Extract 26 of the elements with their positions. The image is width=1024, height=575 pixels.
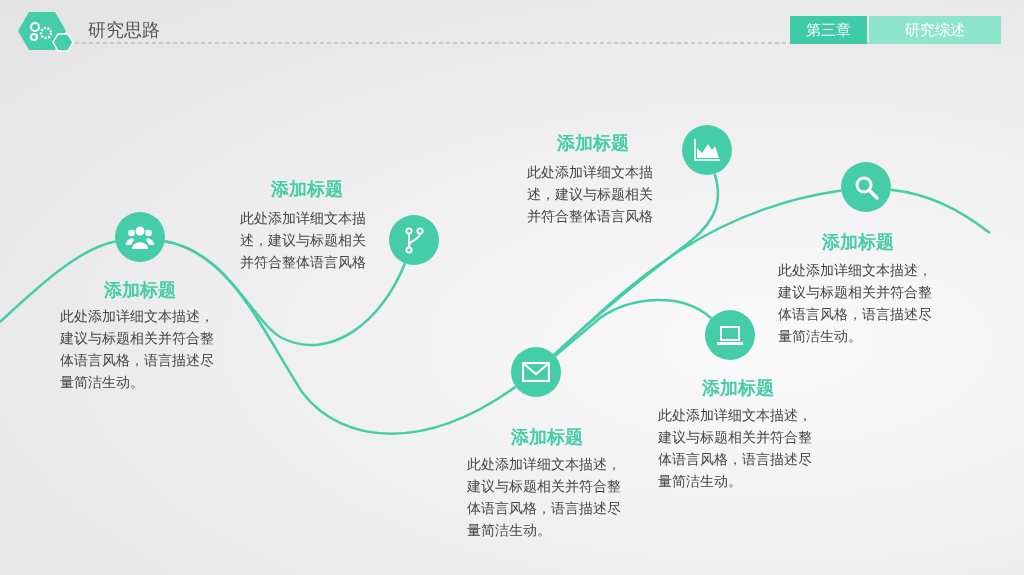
item-heading: 添加标题 xyxy=(822,230,894,254)
item-heading: 添加标题 xyxy=(511,425,583,449)
chapter-tab: 第三章 xyxy=(790,16,867,44)
icon-circle xyxy=(841,162,891,212)
item-heading: 添加标题 xyxy=(702,376,774,400)
curve-line xyxy=(554,298,713,357)
item-heading: 添加标题 xyxy=(104,278,176,302)
page-title: 研究思路 xyxy=(88,18,160,42)
curve-line xyxy=(890,188,991,234)
chapter-tab: 研究综述 xyxy=(869,16,1001,44)
item-description: 此处添加详细文本描述，建议与标题相关并符合整体语言风格 xyxy=(240,209,367,272)
item-description: 此处添加详细文本描述，建议与标题相关并符合整体语言风格，语言描述尽量简洁生动。 xyxy=(60,307,215,392)
item-description: 此处添加详细文本描述，建议与标题相关并符合整体语言风格，语言描述尽量简洁生动。 xyxy=(467,455,622,540)
curve-line xyxy=(0,240,116,323)
icon-circle xyxy=(511,347,561,397)
item-heading: 添加标题 xyxy=(271,177,343,201)
icon-circle xyxy=(389,215,439,265)
item-heading: 添加标题 xyxy=(557,131,629,155)
curve-line xyxy=(164,239,517,435)
item-description: 此处添加详细文本描述，建议与标题相关并符合整体语言风格 xyxy=(527,163,654,226)
item-description: 此处添加详细文本描述，建议与标题相关并符合整体语言风格，语言描述尽量简洁生动。 xyxy=(778,261,933,346)
icon-circle xyxy=(682,125,732,175)
icon-circle xyxy=(705,310,755,360)
item-description: 此处添加详细文本描述，建议与标题相关并符合整体语言风格，语言描述尽量简洁生动。 xyxy=(658,406,813,491)
icon-circle xyxy=(115,212,165,262)
curve-line xyxy=(553,189,842,356)
